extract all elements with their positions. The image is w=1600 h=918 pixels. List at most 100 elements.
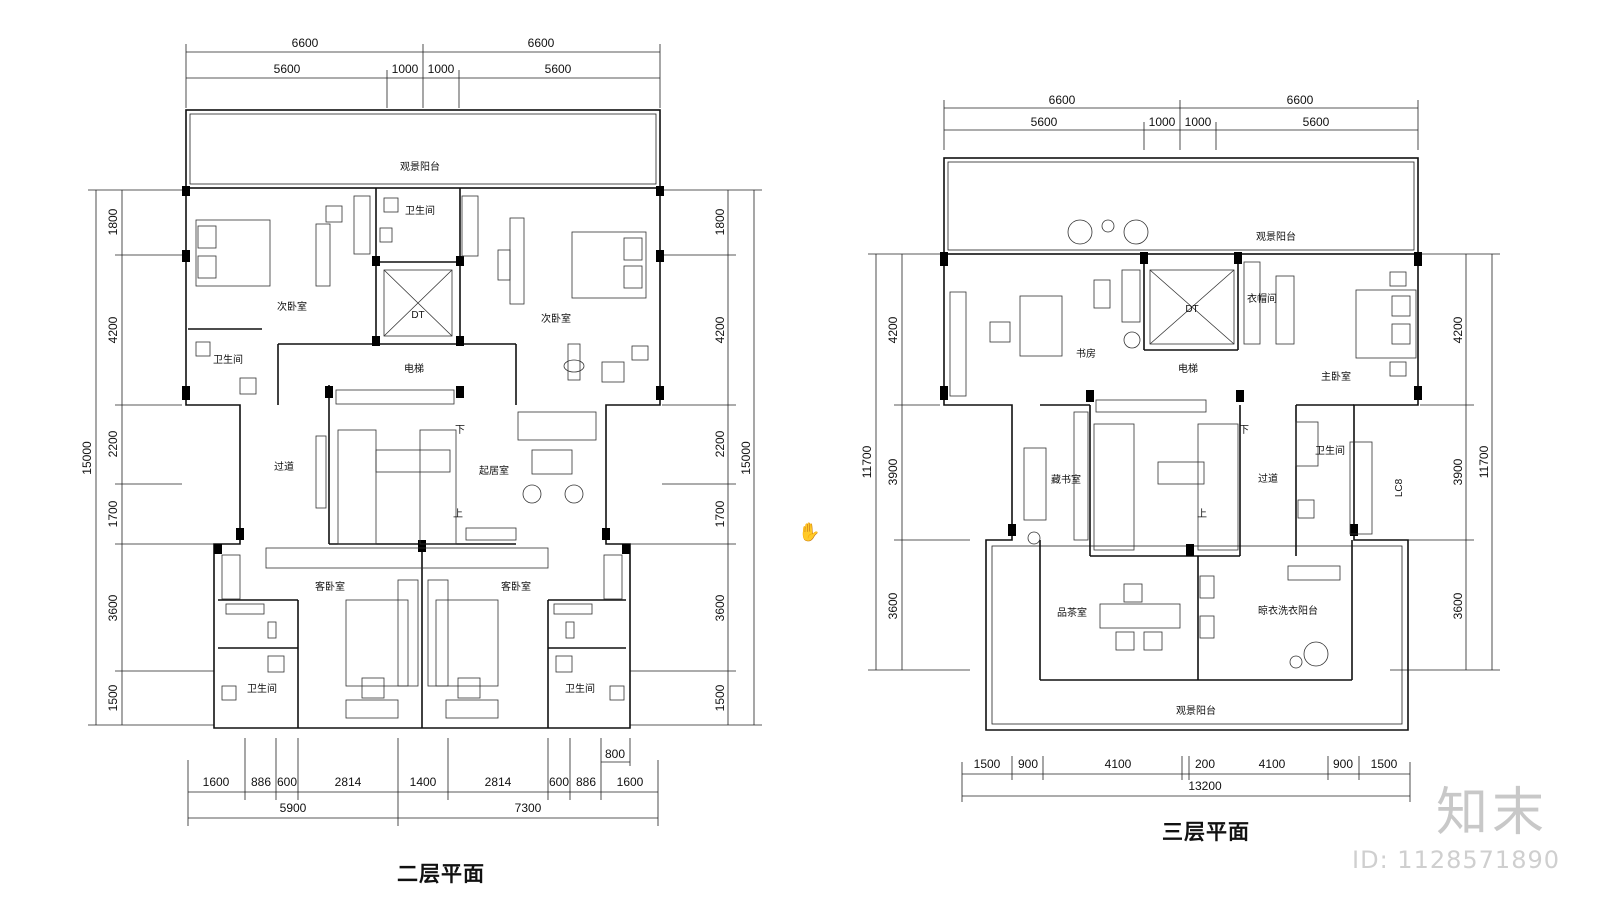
f3-label-down: 下 [1239, 425, 1249, 436]
floor2-dims-top: 6600 6600 5600 1000 1000 5600 [185, 36, 661, 108]
f2-dim-top1-1: 6600 [528, 36, 555, 50]
f3-dim-top2-2: 1000 [1185, 115, 1212, 129]
f2-bed-guest-right-icon [435, 599, 499, 687]
f2-dim-right-total: 15000 [739, 441, 753, 475]
floor2-plan: 6600 6600 5600 1000 1000 5600 1800 4200 … [80, 36, 762, 826]
f2-label-bath-bl: 卫生间 [247, 682, 277, 695]
f2-label-living: 起居室 [479, 464, 509, 477]
f3-dim-top2-3: 5600 [1303, 115, 1330, 129]
floor2-furniture [195, 195, 649, 719]
floor3-dims-bottom: 1500 900 4100 200 4100 900 1500 13200 [961, 756, 1411, 802]
f3-dim-bot-6: 1500 [1371, 757, 1398, 771]
f2-dim-bot1-0: 1600 [203, 775, 230, 789]
f3-label-balcony-top: 观景阳台 [1256, 230, 1296, 243]
f2-bed-left-icon [195, 219, 271, 287]
f3-label-study: 书房 [1076, 347, 1096, 360]
f2-dim-left-4: 3600 [106, 594, 120, 621]
f2-dim-right-3: 1700 [713, 500, 727, 527]
f3-dim-top1-0: 6600 [1049, 93, 1076, 107]
f2-dim-bot1-2: 600 [277, 775, 297, 789]
f3-bed-master-icon [1355, 289, 1417, 359]
floor2-title: 二层平面 [397, 863, 485, 886]
f2-dim-bot1-8: 1600 [617, 775, 644, 789]
f3-label-library: 藏书室 [1051, 473, 1081, 486]
floor3-furniture [949, 219, 1417, 669]
f3-label-elevator: 电梯 [1178, 362, 1198, 375]
f2-dim-left-3: 1700 [106, 500, 120, 527]
f2-dim-top2-1: 1000 [392, 62, 419, 76]
f2-elevator-icon [383, 269, 453, 337]
floor3-labels: 观景阳台 书房 DT 衣帽间 电梯 主卧室 下 上 藏书室 过道 卫生间 LC8… [1051, 230, 1405, 717]
floor2-columns [182, 186, 664, 554]
f2-label-corridor: 过道 [274, 460, 294, 473]
f2-dim-left-total: 15000 [80, 441, 94, 475]
f3-label-master: 主卧室 [1321, 370, 1351, 383]
f2-dim-right-5: 1500 [713, 684, 727, 711]
floor2-walls [185, 109, 661, 729]
f3-label-up: 上 [1197, 508, 1207, 520]
f3-dim-left-1: 3900 [886, 458, 900, 485]
f3-dim-top1-1: 6600 [1287, 93, 1314, 107]
f3-dim-top2-0: 5600 [1031, 115, 1058, 129]
f3-dim-left-total: 11700 [860, 445, 874, 478]
floor3-dims-right: 4200 3900 3600 11700 [1390, 253, 1500, 671]
f2-dim-bot1-3: 2814 [335, 775, 362, 789]
f2-dim-right-2: 2200 [713, 430, 727, 457]
floor2-labels: 观景阳台 卫生间 次卧室 次卧室 DT 卫生间 电梯 下 上 过道 起居室 客卧… [213, 160, 595, 695]
f3-label-dt: DT [1185, 304, 1198, 315]
f3-dim-bot-3: 200 [1195, 757, 1215, 771]
f3-label-balcony-bottom: 观景阳台 [1176, 704, 1216, 717]
f2-label-down: 下 [455, 425, 465, 436]
f2-label-balcony: 观景阳台 [400, 160, 440, 173]
f3-dim-left-0: 4200 [886, 316, 900, 343]
f2-dim-bot1-4: 1400 [410, 775, 437, 789]
f2-dim-bot1-5: 2814 [485, 775, 512, 789]
f3-label-closet: 衣帽间 [1247, 292, 1277, 305]
f3-label-lc: LC8 [1394, 478, 1405, 497]
f3-dim-bot-2: 4100 [1105, 757, 1132, 771]
floor3-plan: 6600 6600 5600 1000 1000 5600 4200 3900 … [860, 93, 1500, 802]
f3-dim-bot-total: 13200 [1188, 779, 1222, 793]
f2-dim-top1-0: 6600 [292, 36, 319, 50]
f2-dim-left-0: 1800 [106, 208, 120, 235]
f2-bed-right-icon [571, 231, 647, 299]
f3-label-tea: 品茶室 [1057, 606, 1087, 619]
floor2-dims-right: 1800 4200 2200 1700 3600 1500 15000 [630, 189, 762, 726]
f2-dim-top2-3: 5600 [545, 62, 572, 76]
floor3-dims-left: 4200 3900 3600 11700 [860, 253, 970, 671]
f2-dim-left-2: 2200 [106, 430, 120, 457]
f2-dim-bot2-0: 5900 [280, 801, 307, 815]
f2-dim-right-1: 4200 [713, 316, 727, 343]
f3-dim-left-2: 3600 [886, 592, 900, 619]
f3-dim-bot-0: 1500 [974, 757, 1001, 771]
f3-label-corridor: 过道 [1258, 472, 1278, 485]
floor2-dims-bottom: 800 1600 886 600 2814 1400 2814 600 886 … [187, 738, 659, 826]
f3-dim-top2-1: 1000 [1149, 115, 1176, 129]
f2-dim-bot1-1: 886 [251, 775, 271, 789]
f2-label-guest-left: 客卧室 [315, 580, 345, 593]
f2-label-bath-top: 卫生间 [405, 204, 435, 217]
f2-label-dt: DT [411, 310, 424, 321]
f3-dim-right-2: 3600 [1451, 592, 1465, 619]
watermark-id: ID: 1128571890 [1352, 846, 1560, 874]
floor3-dims-top: 6600 6600 5600 1000 1000 5600 [943, 93, 1419, 150]
watermark-logo: 知末 [1435, 783, 1548, 843]
f2-label-elevator: 电梯 [404, 362, 424, 375]
f2-dim-right-4: 3600 [713, 594, 727, 621]
f2-bed-guest-left-icon [345, 599, 409, 687]
f3-label-laundry: 晾衣洗衣阳台 [1258, 604, 1318, 617]
f3-dim-bot-1: 900 [1018, 757, 1038, 771]
f3-dim-bot-4: 4100 [1259, 757, 1286, 771]
f2-label-up: 上 [453, 508, 463, 520]
f3-bathtub-icon [1349, 441, 1373, 535]
floor3-walls [943, 157, 1419, 731]
f2-dim-top2-0: 5600 [274, 62, 301, 76]
f2-label-bed-right: 次卧室 [541, 312, 571, 325]
f3-dim-right-0: 4200 [1451, 316, 1465, 343]
f2-dim-800: 800 [605, 747, 625, 761]
f2-label-bath-left: 卫生间 [213, 353, 243, 366]
f2-dim-bot1-6: 600 [549, 775, 569, 789]
f3-dim-right-total: 11700 [1477, 445, 1491, 478]
f2-label-bed-left: 次卧室 [277, 300, 307, 313]
